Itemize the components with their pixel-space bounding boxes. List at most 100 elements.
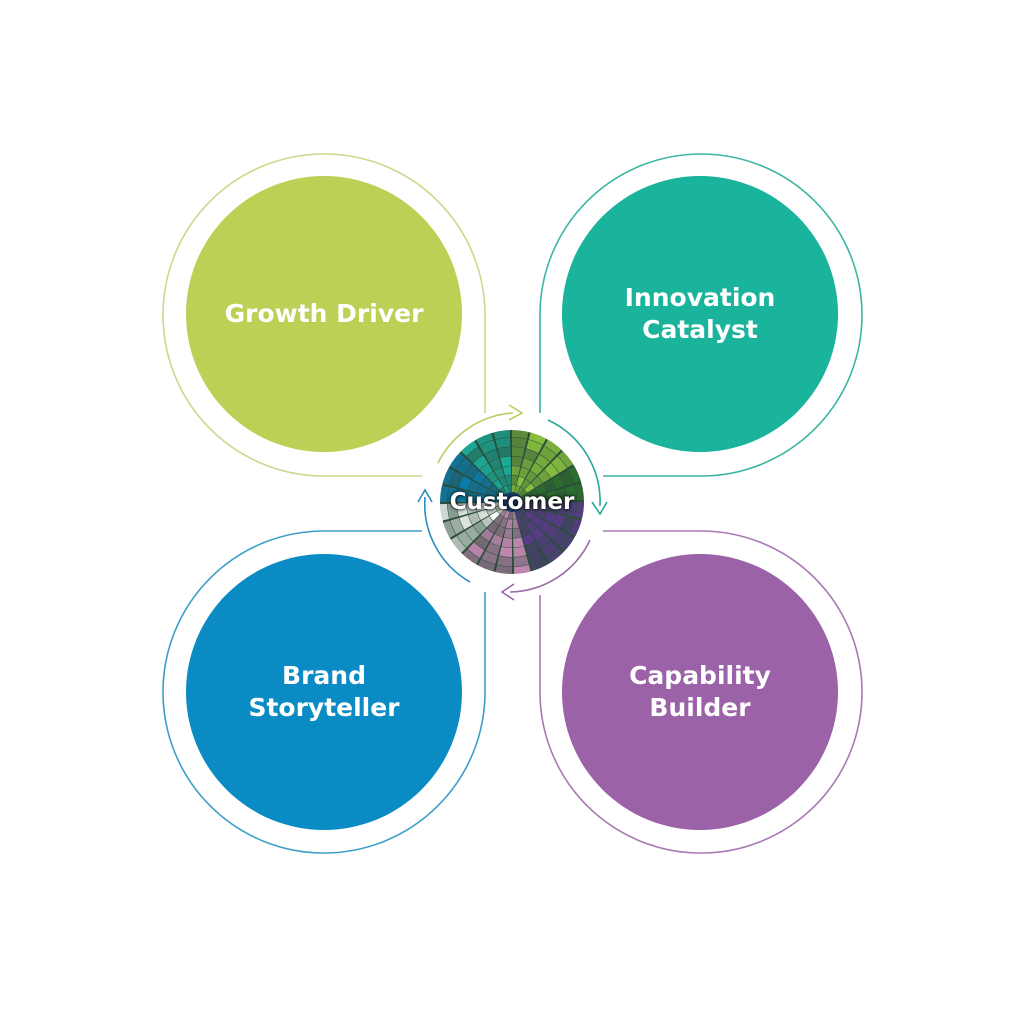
hub-tile [457,531,473,548]
hub-tile [503,509,510,519]
hub-tile [508,509,512,519]
hub-tile [449,536,467,555]
hub-tile [535,454,550,469]
hub-tile [441,520,456,539]
growth-driver-label: Growth Driver [224,299,424,328]
hub-tile [519,502,529,506]
hub-tile [481,550,498,565]
hub-tile [566,502,577,517]
hub-tile [501,537,512,548]
hub-tile [521,514,531,525]
hub-tile [538,520,552,534]
hub-tile [479,463,493,477]
hub-tile [489,483,500,494]
hub-tile [485,495,495,502]
hub-tile [512,518,519,529]
hub-tile [525,541,540,555]
hub-tile [531,476,543,488]
hub-tile [440,466,455,486]
hub-tile [512,437,527,448]
hub-tile [476,493,486,502]
hub-tile [477,509,489,520]
hub-tile [513,564,532,574]
hub-tile [447,451,465,470]
hub-tile [546,547,565,565]
hub-tile [465,526,480,541]
hub-tile [519,504,529,511]
hub-core [502,492,522,512]
hub-tile [544,463,559,478]
hub-tile [489,458,502,471]
hub-tile [514,485,521,495]
hub-tile [497,447,511,458]
hub-tile [513,555,529,567]
hub-tile [552,529,568,547]
arrow-right [547,419,601,507]
hub-tile [473,455,488,470]
customer-label: Customer [449,489,575,515]
hub-tile [477,484,489,496]
hub-tile [539,446,557,462]
hub-tile [485,502,496,509]
hub-tile [495,504,506,511]
hub-tile [450,517,464,535]
hub-tile [552,513,566,529]
hub-tile [476,559,496,574]
hub-tile [459,439,478,457]
hub-tile [467,542,485,558]
hub-tile [517,517,526,528]
hub-tile [466,503,477,514]
hub-tile [472,470,486,484]
capability-builder-circle: Capability Builder [562,554,838,830]
hub-tile [513,546,527,557]
growth-driver-circle: Growth Driver [186,176,462,452]
hub-tile [486,471,498,483]
hub-tile [529,502,539,509]
capability-builder-label: Capability Builder [629,661,771,722]
hub-tile [499,546,512,557]
hub-tile [505,475,512,486]
hub-tile [535,484,547,495]
hub-tile [495,498,505,502]
brand-storyteller-label: Brand Storyteller [248,661,400,722]
hub-tile [458,475,472,491]
innovation-catalyst-label: Innovation Catalyst [624,283,776,344]
hub-tile [556,487,567,501]
hub-tile [459,515,473,530]
hub-tile [524,483,535,493]
hub-tile [518,467,530,479]
hub-tile [495,565,512,574]
customer-hub: Customer [440,430,584,574]
hub-tile [484,449,499,463]
hub-tile [487,521,499,534]
hub-tile [486,489,497,498]
hub-tile [519,525,530,537]
hub-tile [536,534,551,549]
hub-tile [514,508,521,519]
hub-tile [503,485,510,496]
hub-tile [512,447,525,458]
hub-tile [545,525,560,540]
hub-tile [569,518,584,538]
hub-tile [535,508,547,520]
hub-tile [466,491,477,502]
hub-tile [512,485,516,495]
hub-tile [565,485,577,501]
growth-driver-ring [162,153,486,477]
hub-tile [474,535,489,550]
hub-tile [493,514,504,525]
hub-tile [544,511,556,524]
arrow-top-head [508,404,524,421]
hub-tile [457,489,468,502]
hub-tile [468,480,480,493]
hub-tile [559,534,577,553]
hub-tile [560,469,574,487]
hub-tile [492,430,511,440]
hub-tile [449,471,464,488]
arrow-left-head [417,488,433,503]
hub-tile [537,469,551,483]
hub-tile [541,541,558,557]
hub-tile [500,456,511,467]
hub-tile [560,516,575,533]
